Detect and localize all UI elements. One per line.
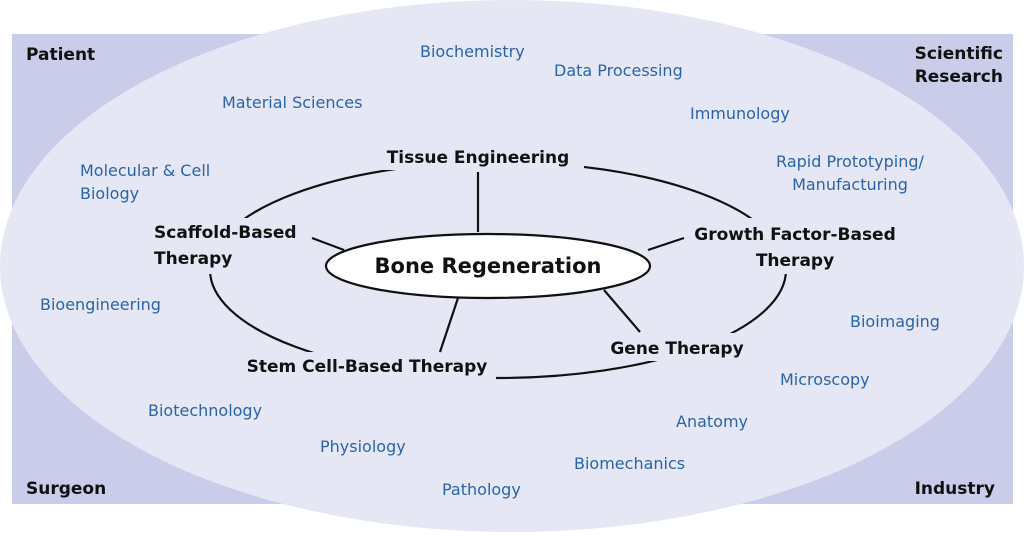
corner-surgeon: Surgeon	[26, 479, 106, 499]
discipline-rapid-prototyping-line1: Rapid Prototyping/	[776, 152, 925, 171]
therapy-tissue-engineering: Tissue Engineering	[387, 148, 570, 168]
therapy-stem-cell: Stem Cell-Based Therapy	[247, 357, 488, 377]
mask-stem	[240, 352, 496, 380]
corner-industry: Industry	[915, 479, 995, 499]
discipline-anatomy: Anatomy	[676, 412, 748, 431]
therapy-gene: Gene Therapy	[610, 339, 743, 359]
discipline-bioimaging: Bioimaging	[850, 312, 940, 331]
spoke-scaffold	[311, 236, 345, 252]
corner-scientific-research-line2: Research	[915, 67, 1003, 87]
discipline-biomechanics: Biomechanics	[574, 454, 685, 473]
discipline-bioengineering: Bioengineering	[40, 295, 161, 314]
therapy-scaffold-line1: Scaffold-Based	[154, 223, 297, 243]
discipline-rapid-prototyping-line2: Manufacturing	[792, 175, 908, 194]
spoke-growth	[647, 236, 685, 252]
discipline-microscopy: Microscopy	[780, 370, 870, 389]
discipline-immunology: Immunology	[690, 104, 790, 123]
discipline-pathology: Pathology	[442, 480, 521, 499]
mask-growth	[684, 218, 906, 274]
spoke-stem	[438, 297, 460, 353]
discipline-molecular-line1: Molecular & Cell	[80, 161, 210, 180]
mask-tissue	[372, 142, 584, 170]
therapy-growth-line1: Growth Factor-Based	[694, 225, 896, 245]
spoke-gene	[603, 289, 641, 333]
discipline-molecular-line2: Biology	[80, 184, 139, 203]
center-bone-regeneration: Bone Regeneration	[375, 254, 602, 278]
corner-scientific-research-line1: Scientific	[915, 44, 1003, 64]
center-ellipse	[324, 232, 652, 300]
discipline-biochemistry: Biochemistry	[420, 42, 525, 61]
discipline-biotechnology: Biotechnology	[148, 401, 262, 420]
discipline-physiology: Physiology	[320, 437, 406, 456]
therapy-growth-line2: Therapy	[756, 251, 834, 271]
mask-scaffold	[145, 218, 307, 274]
corner-patient: Patient	[26, 45, 95, 65]
discipline-group: Biochemistry Data Processing Material Sc…	[40, 42, 940, 499]
therapy-scaffold-line2: Therapy	[154, 249, 232, 269]
discipline-data-processing: Data Processing	[554, 61, 683, 80]
discipline-material-sciences: Material Sciences	[222, 93, 362, 112]
mask-gene	[604, 333, 750, 361]
